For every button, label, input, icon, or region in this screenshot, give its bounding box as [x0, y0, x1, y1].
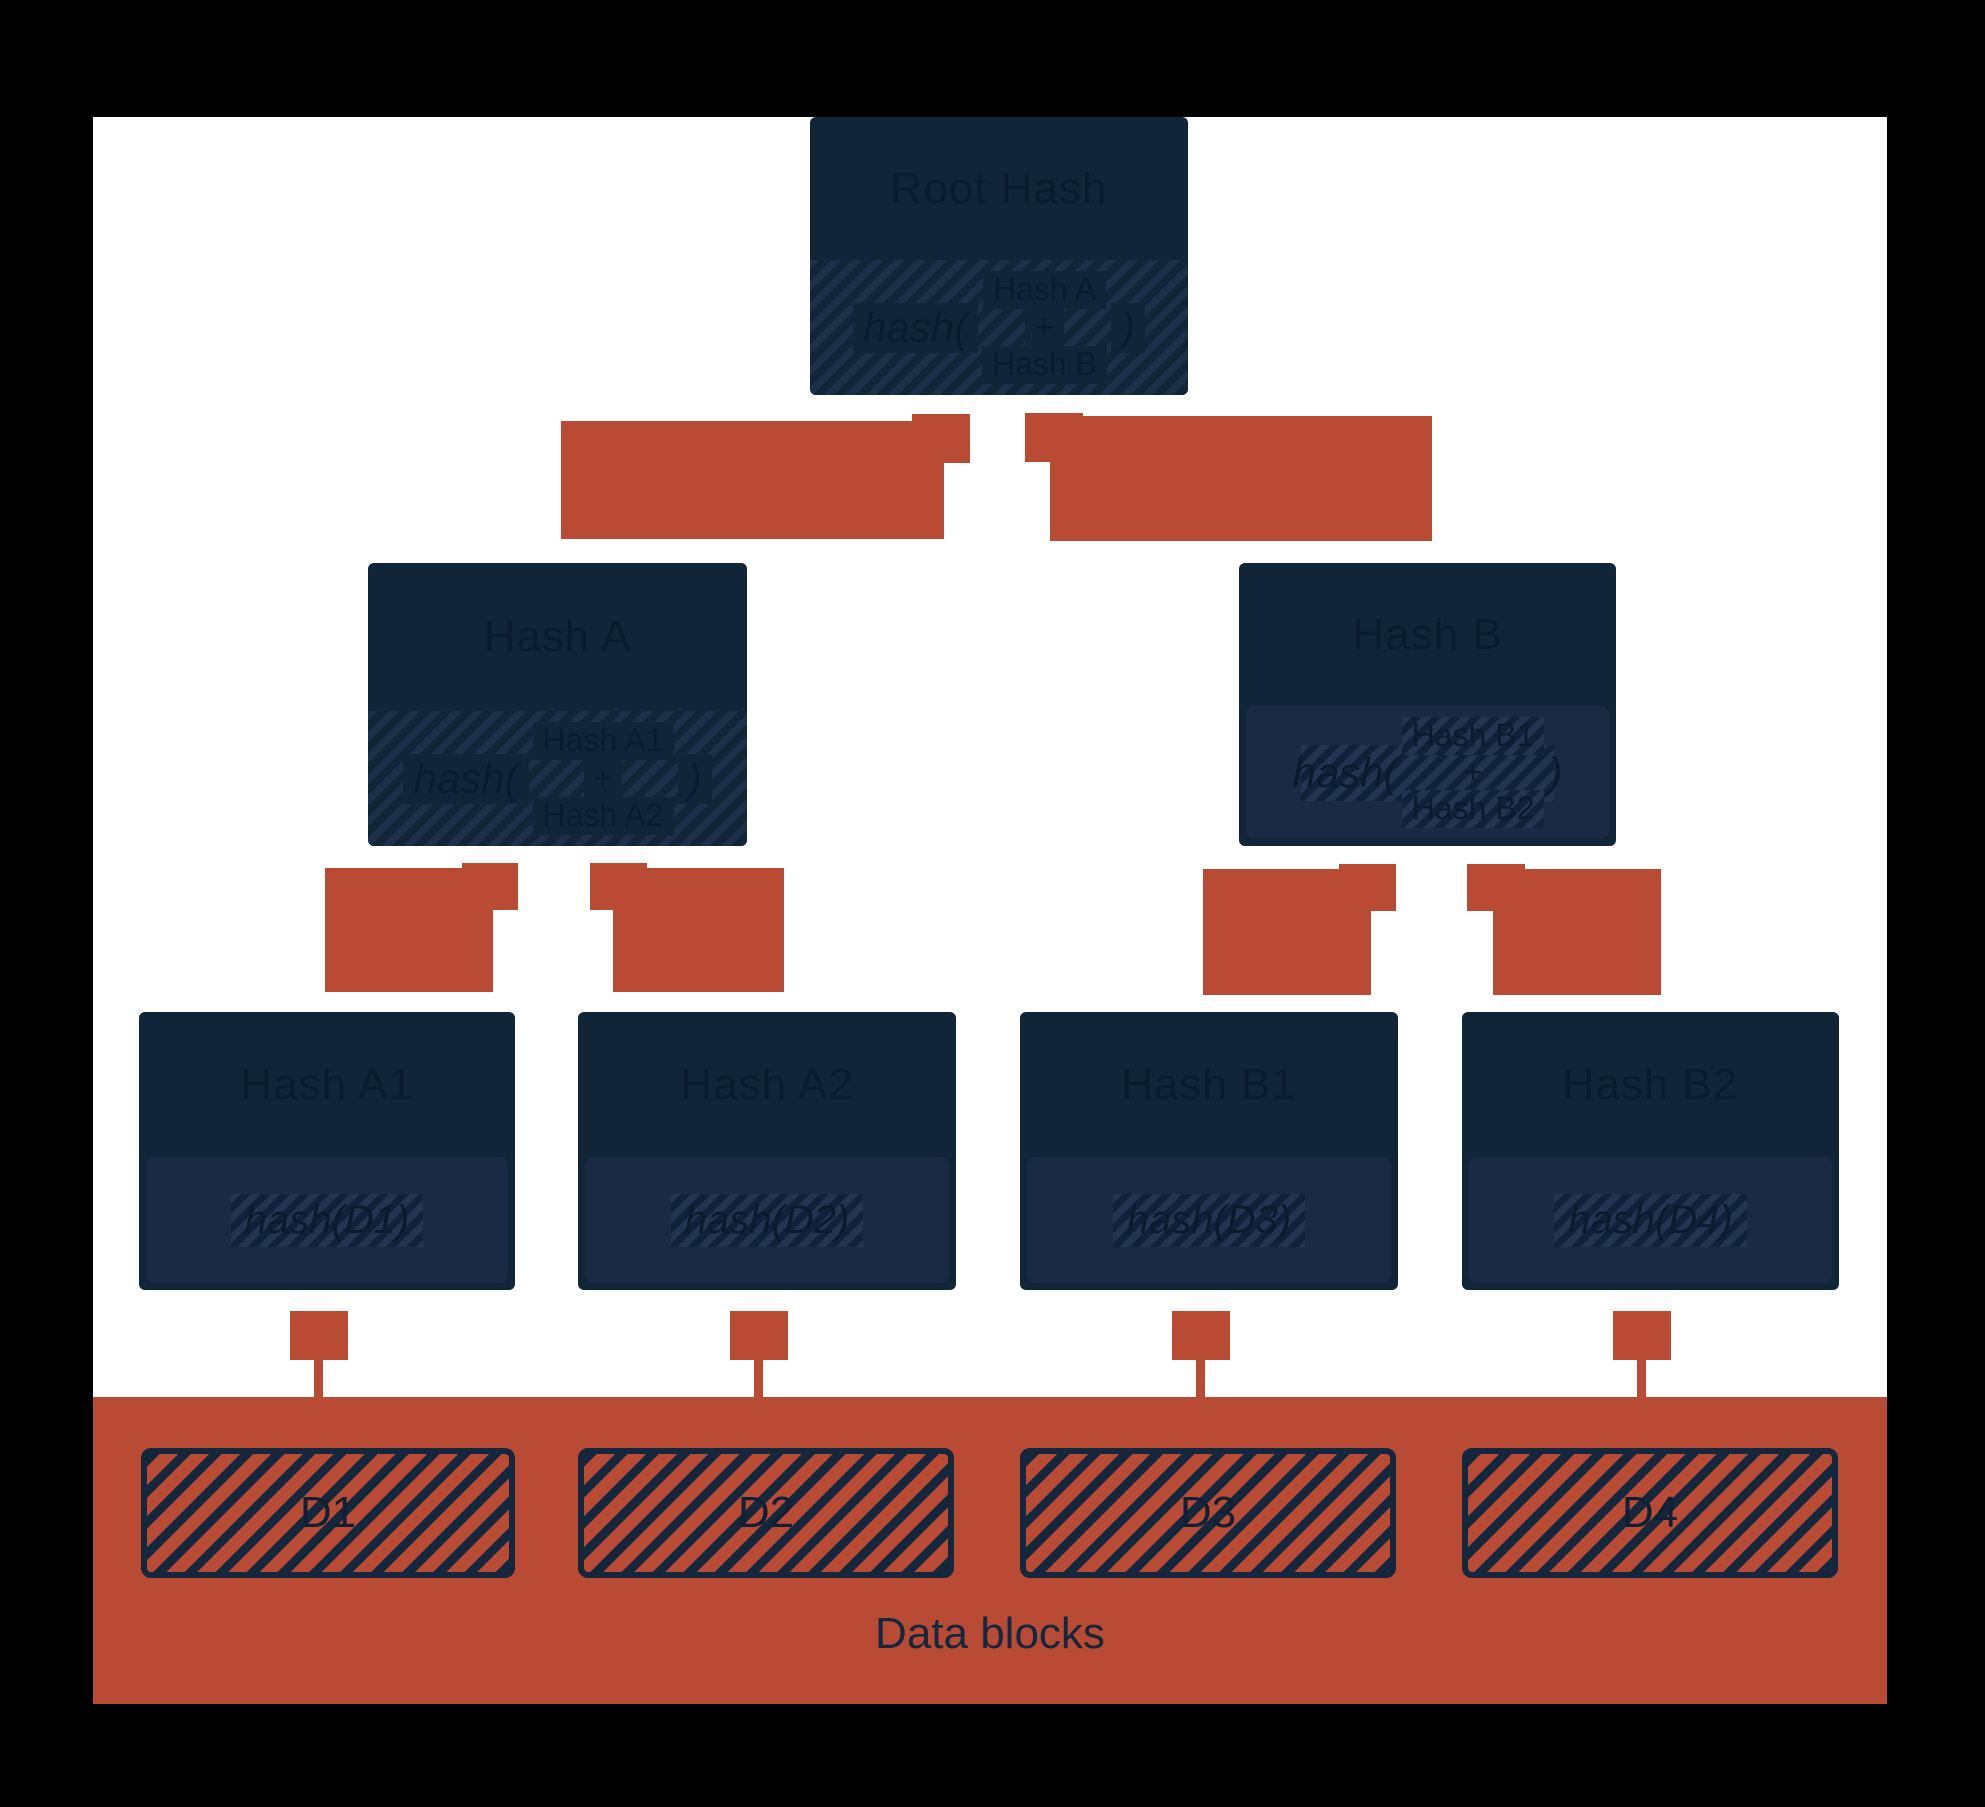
data-block-d3: D3	[1020, 1448, 1396, 1578]
formula-close: )	[1111, 302, 1145, 353]
data-block-d2: D2	[578, 1448, 954, 1578]
root-hash-title: Root Hash	[890, 163, 1108, 213]
hash-b2-title: Hash B2	[1562, 1059, 1739, 1109]
formula-close: )	[677, 753, 712, 804]
connector-root-to-hash-b	[1050, 416, 1432, 541]
formula-arg-top: Hash B1	[1401, 716, 1545, 755]
hash-b2-formula-band: hash(D4)	[1469, 1157, 1832, 1283]
leaf-formula: hash(D3)	[1112, 1193, 1306, 1247]
formula-function: hash(	[1292, 748, 1398, 796]
connector-root-to-hash-a	[561, 421, 944, 539]
stem-line-a2	[754, 1360, 763, 1398]
formula-args: Hash A + Hash B	[982, 270, 1107, 385]
connector-hash-b-to-b2-tab	[1467, 864, 1525, 911]
formula-function: hash(	[853, 302, 979, 353]
formula-args: Hash B1 + Hash B2	[1401, 716, 1545, 829]
hash-a1-formula-band: hash(D1)	[146, 1157, 508, 1283]
hash-a2-title: Hash A2	[680, 1059, 854, 1109]
hash-a-box: Hash A hash( Hash A1 + Hash A2 )	[368, 563, 747, 846]
leaf-formula: hash(D2)	[670, 1193, 864, 1247]
stem-square-b1	[1172, 1311, 1230, 1360]
formula-arg-top: Hash A	[982, 270, 1107, 309]
hash-b1-title: Hash B1	[1121, 1059, 1297, 1109]
formula-args: Hash A1 + Hash A2	[532, 721, 674, 836]
stem-line-b1	[1196, 1360, 1205, 1398]
connector-root-to-hash-a-tab	[912, 414, 970, 463]
hash-b-title: Hash B	[1352, 609, 1503, 659]
connector-hash-b-to-b1-tab	[1339, 864, 1396, 911]
hash-b2-box: Hash B2 hash(D4)	[1462, 1012, 1839, 1290]
connector-hash-a-to-a1-tab	[462, 863, 518, 910]
hash-b1-box: Hash B1 hash(D3)	[1020, 1012, 1398, 1290]
formula-operator: +	[1025, 308, 1064, 347]
stem-square-a1	[290, 1311, 348, 1360]
stem-line-a1	[314, 1360, 323, 1398]
hash-b-box: Hash B hash( Hash B1 + Hash B2 )	[1239, 563, 1616, 846]
leaf-formula: hash(D1)	[230, 1193, 424, 1247]
data-block-label: D1	[299, 1488, 357, 1537]
formula-arg-bottom: Hash B2	[1401, 790, 1545, 829]
hash-a1-title: Hash A1	[240, 1059, 414, 1109]
hash-a-title: Hash A	[483, 612, 632, 661]
stem-square-a2	[730, 1311, 788, 1360]
formula-close: )	[1548, 748, 1563, 796]
data-blocks-caption: Data blocks	[875, 1609, 1105, 1658]
stem-line-b2	[1637, 1360, 1646, 1398]
data-blocks-band: D1 D2 D3 D4 Data blocks	[93, 1397, 1887, 1704]
connector-hash-a-to-a2-tab	[590, 863, 647, 910]
hash-b-formula-band: hash( Hash B1 + Hash B2 )	[1246, 706, 1609, 839]
formula-arg-top: Hash A1	[532, 721, 674, 760]
data-block-d1: D1	[141, 1448, 515, 1578]
formula-function: hash(	[403, 753, 529, 804]
hash-a1-box: Hash A1 hash(D1)	[139, 1012, 515, 1290]
leaf-formula: hash(D4)	[1554, 1193, 1747, 1247]
connector-root-to-hash-b-tab	[1025, 413, 1083, 462]
formula-arg-bottom: Hash B	[982, 346, 1107, 385]
data-block-label: D4	[1621, 1488, 1679, 1537]
data-block-label: D2	[737, 1488, 795, 1537]
hash-b1-formula-band: hash(D3)	[1027, 1157, 1391, 1283]
formula-operator: +	[583, 759, 623, 798]
hash-a2-formula-band: hash(D2)	[585, 1157, 949, 1283]
formula-arg-bottom: Hash A2	[532, 797, 674, 836]
hash-a2-box: Hash A2 hash(D2)	[578, 1012, 956, 1290]
root-hash-box: Root Hash hash( Hash A + Hash B )	[810, 117, 1188, 395]
data-block-label: D3	[1179, 1488, 1237, 1537]
root-hash-formula-band: hash( Hash A + Hash B )	[810, 260, 1188, 395]
stem-square-b2	[1613, 1311, 1671, 1360]
formula-operator: +	[1463, 753, 1483, 790]
hash-a-formula-band: hash( Hash A1 + Hash A2 )	[368, 711, 747, 846]
data-block-d4: D4	[1462, 1448, 1838, 1578]
